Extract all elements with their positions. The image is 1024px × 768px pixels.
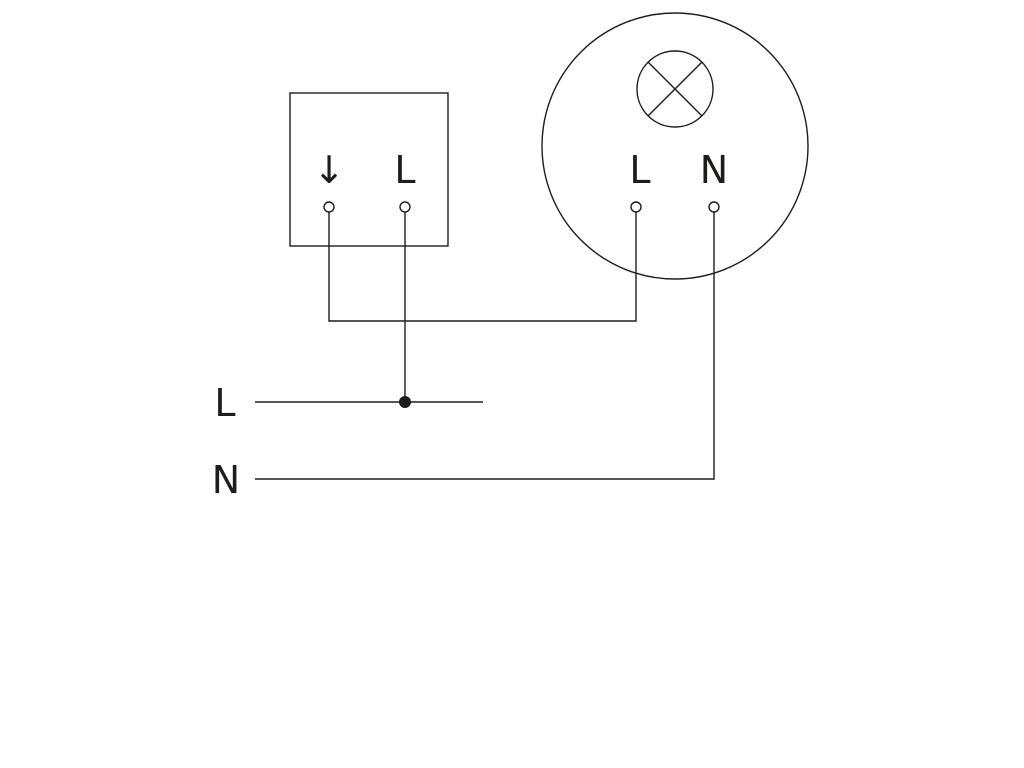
luminaire-outline [541,12,809,280]
switch-terminal-label-l: L [394,148,415,192]
wires [255,212,715,480]
switch-box-outline [289,92,449,247]
luminaire-terminal-label-n: N [700,148,728,192]
luminaire-terminal-n [708,201,720,213]
switch-box: ↓ L [289,92,449,247]
neutral-wire [255,212,715,480]
luminaire: L N [541,12,809,280]
terminals [323,201,720,213]
luminaire-terminal-label-l: L [629,148,650,192]
junction-dot [399,396,411,408]
switch-terminal-label-output: ↓ [313,148,345,192]
lamp-icon [636,50,714,128]
switched-wire [328,212,637,322]
luminaire-terminal-l [630,201,642,213]
mains-label-n: N [212,458,240,502]
switch-terminal-l [399,201,411,213]
switch-terminal-output [323,201,335,213]
mains-label-l: L [214,381,235,425]
